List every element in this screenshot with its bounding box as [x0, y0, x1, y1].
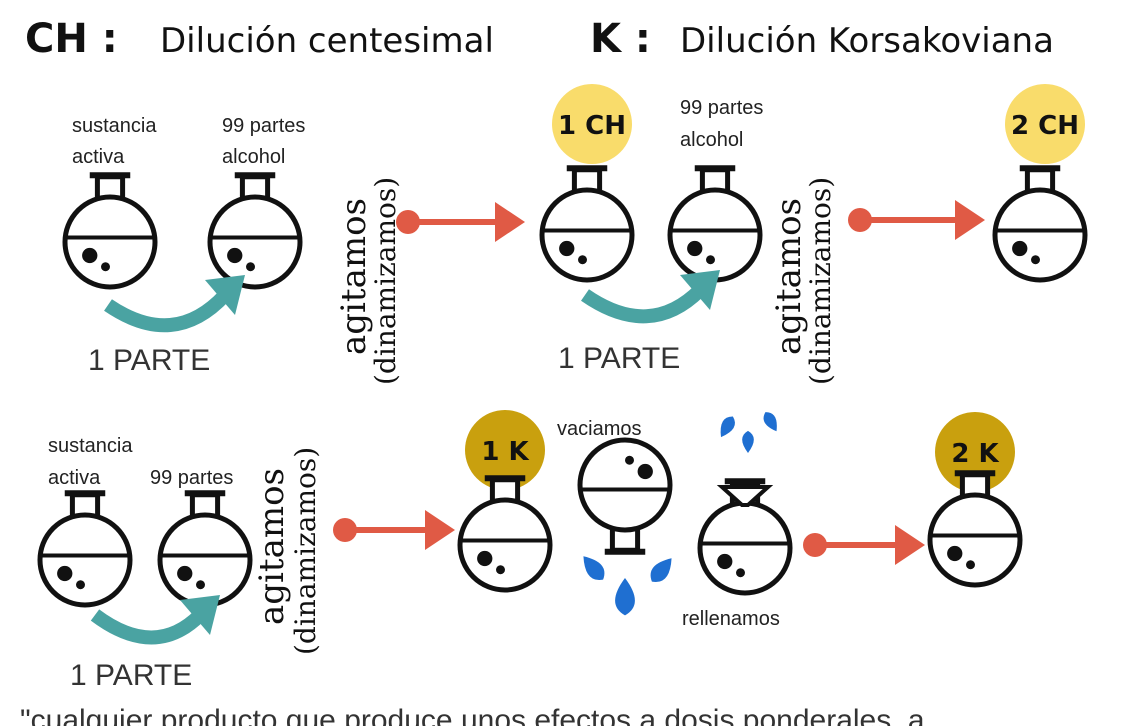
label-agitamos-3: agitamos [252, 468, 292, 625]
label-dinamizamos-3: (dinamizamos) [289, 447, 322, 655]
water-drop [720, 416, 735, 438]
label-agitamos-2: agitamos [769, 198, 809, 355]
flask-alcohol-3 [157, 490, 253, 608]
label-activa: activa [72, 146, 125, 168]
label-1-parte-3: 1 PARTE [70, 659, 192, 692]
red-arrow-3-head [425, 510, 455, 550]
flask-empty-inverted [577, 437, 673, 555]
label-1-parte: 1 PARTE [88, 344, 210, 377]
badge-1k-circle [465, 410, 545, 490]
label-sustancia: sustancia [72, 115, 157, 137]
label-alcohol-2: alcohol [680, 129, 743, 151]
label-vaciamos: vaciamos [557, 418, 641, 440]
label-dinamizamos-2: (dinamizamos) [804, 177, 837, 385]
badge-1ch-circle [552, 84, 632, 164]
label-1-parte-2: 1 PARTE [558, 342, 680, 375]
k-title: Dilución Korsakoviana [680, 21, 1054, 61]
flask-active-2 [37, 490, 133, 608]
label-99-partes-3: 99 partes [150, 467, 233, 489]
flask-2ch [992, 165, 1088, 283]
badge-2ch-circle [1005, 84, 1085, 164]
label-99-partes: 99 partes [222, 115, 305, 137]
badge-2ch: 2 CH [1011, 111, 1079, 141]
water-drop [615, 578, 635, 616]
red-arrow-4-head [895, 525, 925, 565]
teal-arrow-3 [90, 609, 205, 645]
red-arrow-1-head [495, 202, 525, 242]
teal-arrow-1-head [205, 275, 245, 315]
water-drop [583, 556, 605, 581]
water-drop [763, 412, 777, 432]
water-drop [650, 558, 672, 583]
flask-alcohol-2 [667, 165, 763, 283]
flask-alcohol [207, 172, 303, 290]
badge-1ch: 1 CH [558, 111, 626, 141]
k-abbr: K : [590, 16, 651, 62]
label-99-partes-2: 99 partes [680, 97, 763, 119]
water-drop [742, 430, 754, 453]
teal-arrow-1 [104, 290, 231, 333]
ch-title: Dilución centesimal [160, 21, 494, 61]
label-sustancia-2: sustancia [48, 435, 133, 457]
flask-1k [457, 475, 553, 593]
flask-1ch [539, 165, 635, 283]
label-rellenamos: rellenamos [682, 608, 780, 630]
teal-arrow-3-head [180, 595, 220, 635]
ch-abbr: CH : [25, 16, 118, 62]
badge-2k: 2 K [951, 439, 999, 469]
label-alcohol: alcohol [222, 146, 285, 168]
teal-arrow-2 [581, 284, 705, 324]
flask-2k [927, 470, 1023, 588]
badge-1k: 1 K [481, 437, 529, 467]
flask-active [62, 172, 158, 290]
footer-quote: "cualquier producto que produce unos efe… [20, 704, 925, 726]
label-agitamos: agitamos [334, 198, 374, 355]
teal-arrow-2-head [680, 270, 720, 310]
label-dinamizamos: (dinamizamos) [369, 177, 402, 385]
red-arrow-2-head [955, 200, 985, 240]
label-activa-2: activa [48, 467, 101, 489]
funnel-icon [716, 485, 774, 507]
